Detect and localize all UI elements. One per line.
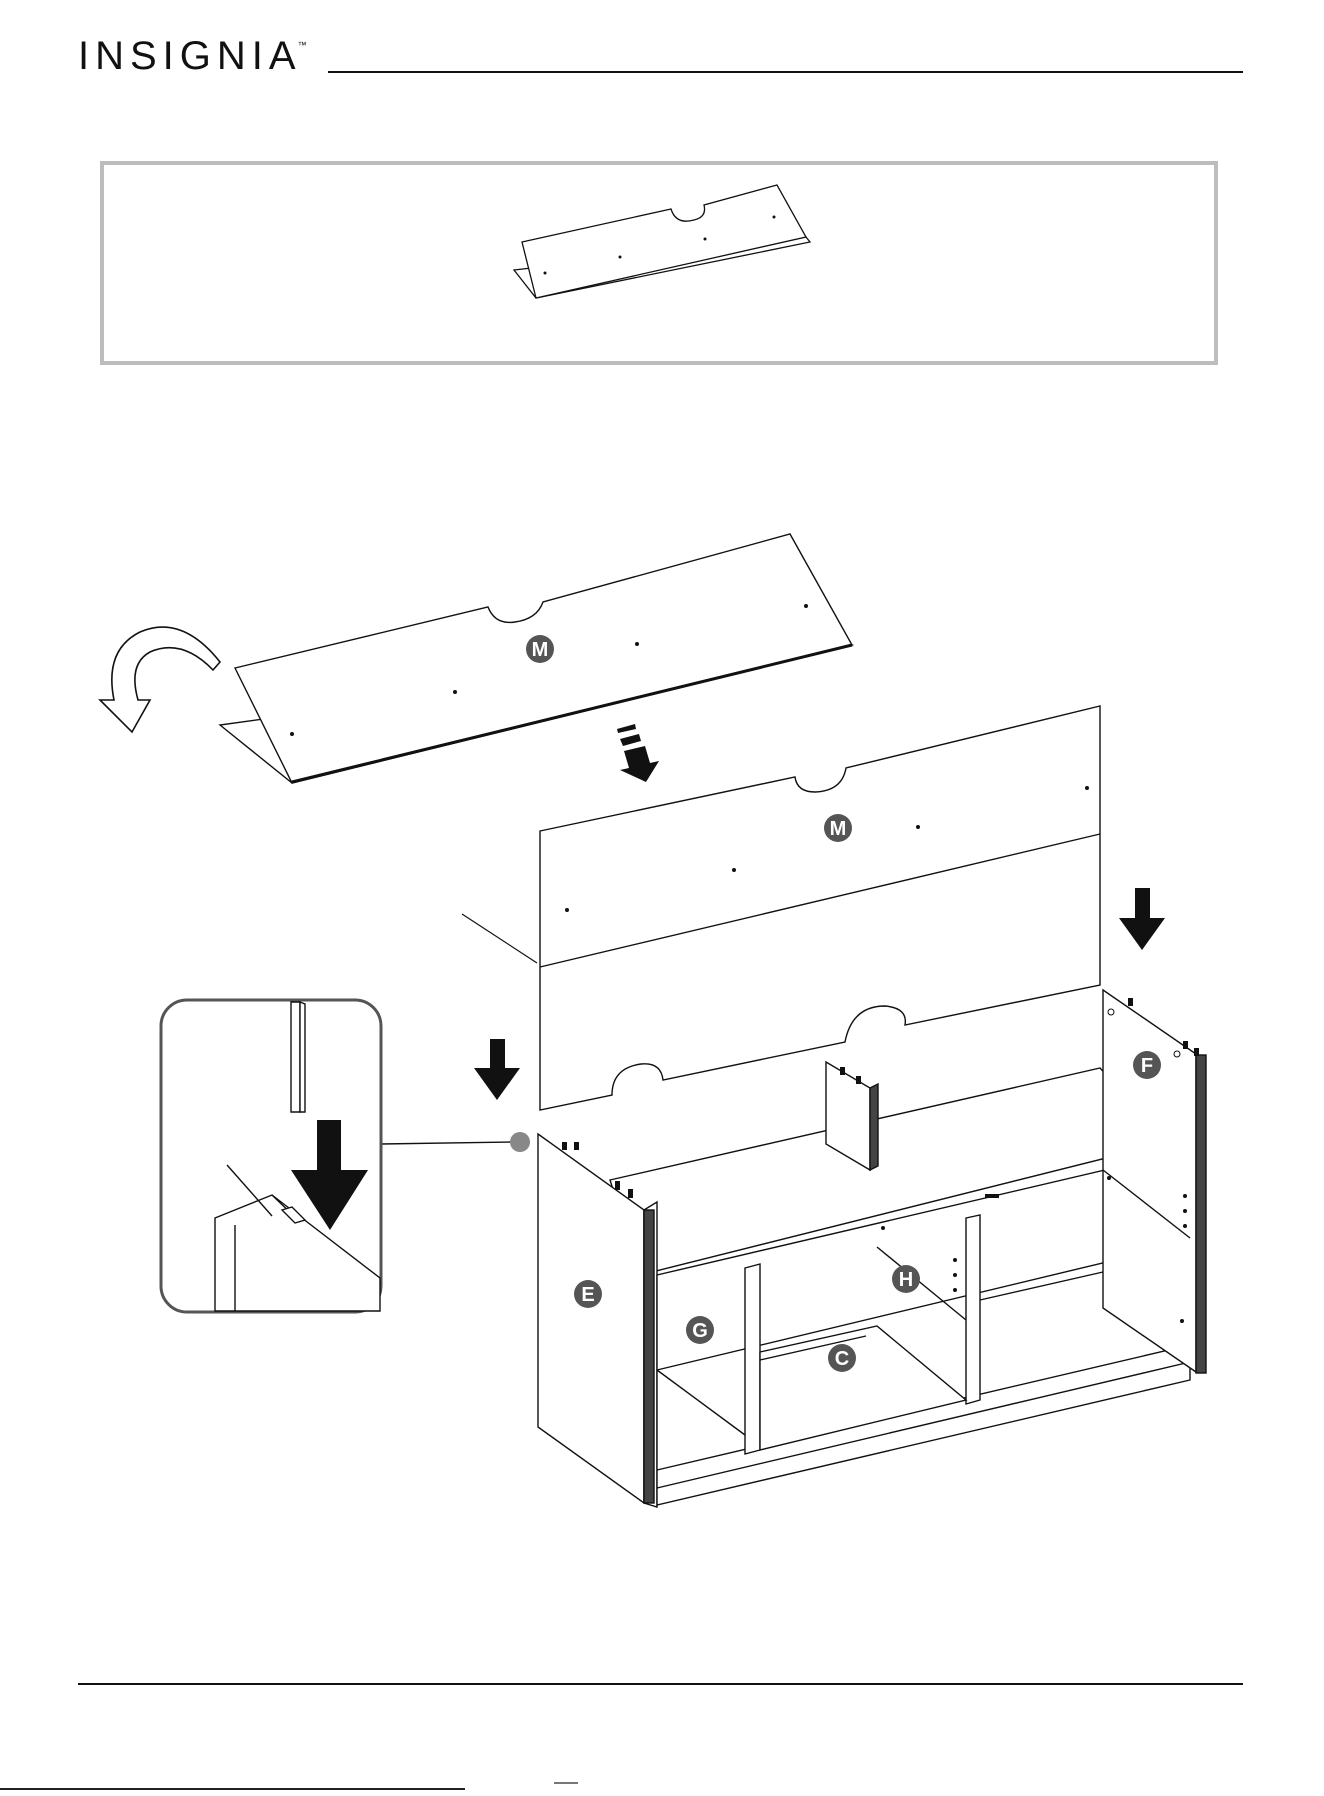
dashed-down-arrow-icon: [617, 724, 659, 782]
footer-rule: [78, 1683, 1243, 1685]
svg-text:H: H: [899, 1269, 913, 1291]
back-panel-installed: [462, 706, 1100, 1110]
part-label-e: E: [574, 1280, 602, 1308]
part-label-m-installed: M: [824, 814, 852, 842]
svg-text:C: C: [835, 1348, 849, 1370]
svg-text:F: F: [1141, 1055, 1153, 1077]
page-bottom-rule: [0, 1788, 465, 1790]
svg-text:E: E: [581, 1284, 594, 1306]
part-label-m-top: M: [526, 635, 554, 663]
assembly-diagram: M M E F G H C: [0, 430, 1324, 1530]
brand-logo: INSIGNIA™: [78, 34, 311, 79]
part-label-f: F: [1133, 1051, 1161, 1079]
trademark-symbol: ™: [298, 40, 307, 50]
callout-dot: [510, 1132, 530, 1152]
cabinet-body: [538, 990, 1206, 1507]
down-arrow-left-icon: [474, 1039, 520, 1100]
brand-name: INSIGNIA: [78, 34, 302, 78]
svg-text:G: G: [692, 1320, 708, 1342]
page-mark: [554, 1782, 578, 1789]
detail-inset: [161, 1000, 381, 1312]
part-label-g: G: [686, 1316, 714, 1344]
part-label-h: H: [892, 1265, 920, 1293]
down-arrow-right-icon: [1119, 888, 1165, 950]
parts-preview-box: [100, 161, 1218, 365]
svg-text:M: M: [830, 818, 847, 840]
flip-arrow-icon: [100, 627, 220, 732]
svg-text:M: M: [532, 639, 549, 661]
part-label-c: C: [828, 1344, 856, 1372]
folded-panel-preview: [104, 165, 1214, 361]
header-rule: [328, 71, 1243, 73]
